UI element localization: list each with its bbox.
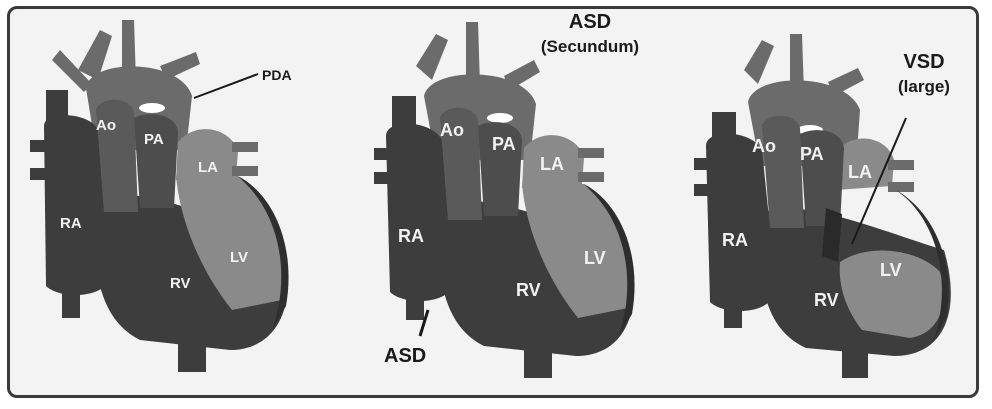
label-lv: LV: [880, 260, 902, 280]
vessel-opening: [487, 113, 513, 123]
descending-aorta: [178, 330, 206, 372]
vsd-callout-line1: VSD: [903, 51, 944, 73]
label-la: LA: [198, 159, 218, 176]
pulmonary-trunk: [134, 114, 178, 208]
label-lv: LV: [584, 248, 606, 268]
label-pa: PA: [492, 134, 516, 154]
pulmonary-vein-stub: [578, 172, 604, 182]
pda-callout-label: PDA: [262, 67, 292, 83]
vessel-branch: [416, 34, 448, 80]
label-rv: RV: [516, 280, 541, 300]
pda-pointer-line: [194, 74, 258, 98]
label-pa: PA: [144, 131, 164, 148]
pulmonary-vein-stub: [232, 142, 258, 152]
asd-callout-label: ASD: [384, 345, 426, 367]
label-ra: RA: [722, 230, 748, 250]
pulmonary-vein-stub: [232, 166, 258, 176]
label-rv: RV: [814, 290, 839, 310]
label-ao: Ao: [752, 136, 776, 156]
descending-aorta: [842, 336, 868, 378]
label-ra: RA: [60, 215, 82, 232]
label-la: LA: [540, 154, 564, 174]
asd-title-line2: (Secundum): [541, 37, 639, 56]
label-la: LA: [848, 162, 872, 182]
heart-panel-asd: ASD (Secundum) ASD Ao PA LA RA LV RV: [374, 11, 639, 378]
heart-panel-vsd: VSD (large) Ao PA LA RA LV RV: [694, 34, 951, 378]
label-rv: RV: [170, 275, 191, 292]
vessel-branch: [744, 40, 774, 84]
label-ao: Ao: [440, 120, 464, 140]
pulmonary-vein-stub: [888, 160, 914, 170]
asd-title-line1: ASD: [569, 11, 611, 33]
vsd-callout-line2: (large): [898, 77, 950, 96]
heart-panel-pda: PDA Ao PA LA RA LV RV: [30, 20, 292, 372]
label-pa: PA: [800, 144, 824, 164]
pulmonary-vein-stub: [888, 182, 914, 192]
label-ao: Ao: [96, 117, 116, 134]
label-lv: LV: [230, 249, 248, 266]
descending-aorta: [524, 336, 552, 378]
pulmonary-vein-stub: [578, 148, 604, 158]
label-ra: RA: [398, 226, 424, 246]
ductus-opening: [139, 103, 165, 113]
